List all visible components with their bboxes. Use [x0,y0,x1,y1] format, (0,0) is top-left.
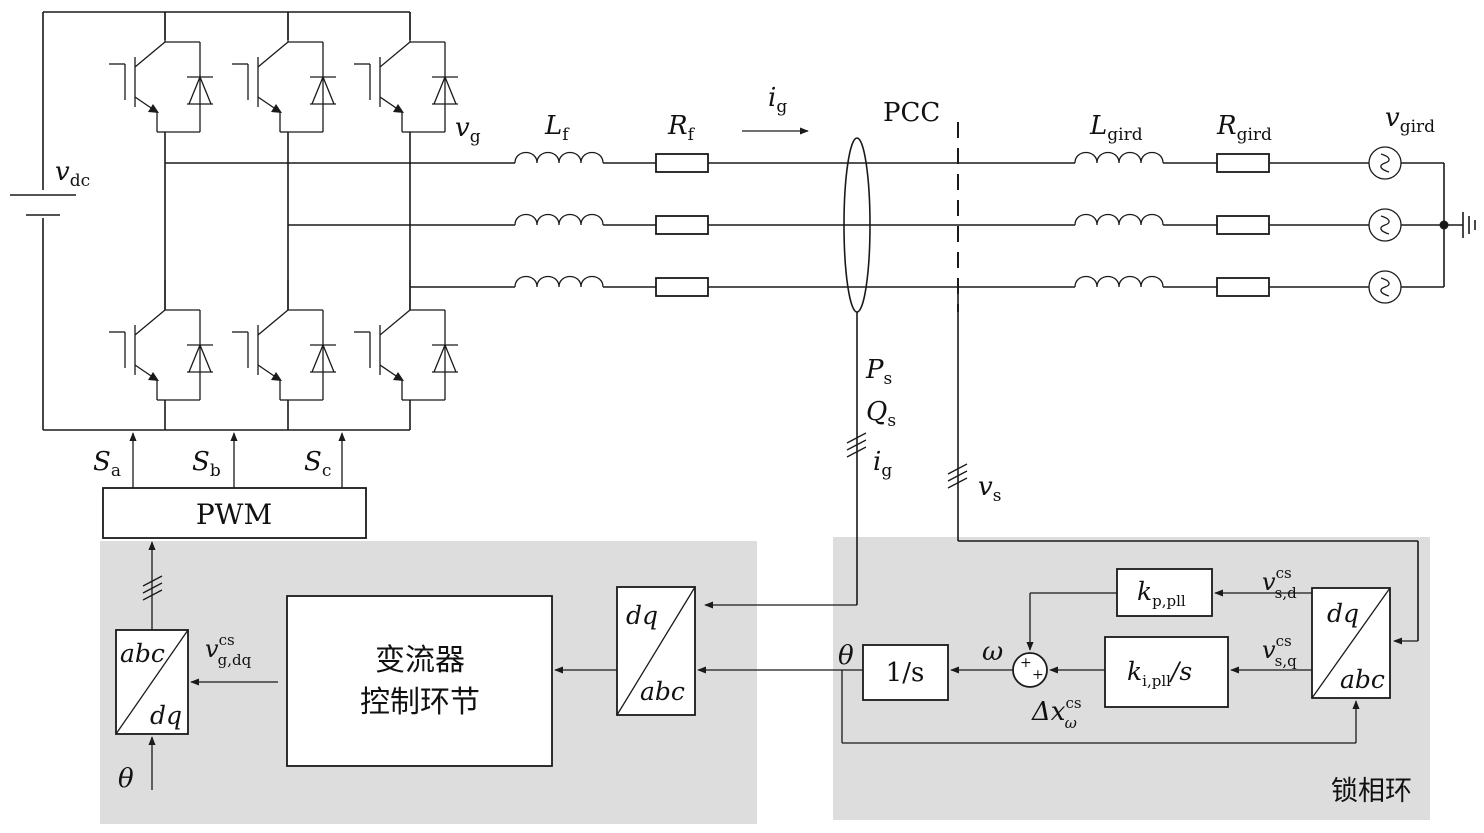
svg-text:Rf: Rf [667,111,696,145]
qs-label: Q [866,397,887,427]
ki-block [1104,636,1229,708]
lgird-label: L [1089,111,1107,141]
svg-text:Sc: Sc [304,447,331,481]
converter-control-line1: 变流器 [375,643,465,678]
neutral-node [1439,220,1449,230]
filter-resistor-c [655,277,709,297]
grid-source-b [1368,208,1402,242]
ki-label: k [1127,657,1142,686]
filter-resistor-a [655,153,709,173]
grid-resistor-c [1216,277,1270,297]
grid-resistor-a [1216,153,1270,173]
abc-label-pll: abc [1340,665,1385,694]
igbt-upper-b [231,11,337,133]
dq-label-pll: dq [1327,599,1359,628]
sc-label: S [304,447,322,477]
svg-text:Lf: Lf [544,111,570,145]
grid-inductor-a [1074,151,1164,164]
sb-label: S [192,447,210,477]
rf-label: R [667,111,688,141]
ps-label: P [865,355,884,385]
kp-label: k [1137,577,1152,606]
svg-text:vdc: vdc [55,157,90,191]
svg-text:Qs: Qs [866,397,896,431]
theta-left-label: θ [118,764,134,794]
dc-source [10,11,410,431]
svg-text:Rgird: Rgird [1216,111,1272,145]
grid-inductor-c [1074,275,1164,288]
circuit-labels: vdc vg Lf Rf ig PCC Lgird Rgird vgird Ps… [55,83,1435,506]
dq-label-left: dq [150,701,182,730]
inverter-bridge [108,11,459,430]
pll-blocks [841,568,1391,744]
ig-flow-label: i [768,83,776,113]
converter-control-line2: 控制环节 [360,685,480,720]
igbt-lower-a [108,279,214,401]
pll-panel-label: 锁相环 [1331,776,1412,807]
integrator-label: 1/s [886,658,925,688]
svg-text:ig: ig [768,83,787,117]
svg-text:Sb: Sb [192,447,221,481]
ig-meas-label: i [873,447,881,477]
sum-plus-top: + [1020,655,1032,671]
abc-label-mid: abc [640,677,685,706]
integrator-block [862,644,949,701]
igbt-lower-c [353,279,459,401]
vg-label: v [455,113,470,143]
svg-text:Ps: Ps [865,355,892,389]
filter-inductor-b [514,213,604,226]
svg-text:ki,pll/s: ki,pll/s [1127,657,1192,690]
igbt-upper-c [353,11,459,133]
grid-resistor-b [1216,215,1270,235]
converter-control-block [286,595,553,767]
ground-icon [1462,212,1476,238]
vsq-label: v [1262,636,1276,664]
dq-abc-transform-block [616,586,696,716]
filter-resistor-b [655,215,709,235]
rgird-label: R [1216,111,1237,141]
pwm-block [102,487,367,539]
lf-label: L [544,111,562,141]
vsd-label: v [1262,568,1276,596]
grid-source-a [1368,146,1402,180]
measurement-wires [704,282,1419,645]
pcc-label: PCC [883,98,940,128]
delta-x-label: Δx [1031,697,1066,727]
abc-label-left: abc [120,639,165,668]
omega-label: ω [982,637,1003,667]
theta-pll-label: θ [838,641,854,671]
vg-cs-label: v [205,635,219,663]
sum-plus-right: + [1032,667,1044,683]
svg-text:vs: vs [978,472,1001,506]
abc-dq-transform-block [115,629,189,735]
svg-text:Lgird: Lgird [1089,111,1143,145]
dq-label-mid: dq [626,601,658,630]
gate-signals [129,432,346,488]
svg-text:Sa: Sa [93,447,121,481]
grid-inductor-b [1074,213,1164,226]
sa-label: S [93,447,111,477]
svg-text:vgird: vgird [1385,103,1435,137]
vdc-label: v [55,157,70,187]
filter-inductor-c [514,275,604,288]
pwm-label: PWM [196,498,272,531]
grid-source-c [1368,270,1402,304]
vgird-label: v [1385,103,1400,133]
dq-abc-pll-block [1311,587,1391,699]
igbt-upper-a [108,11,214,133]
svg-text:vg: vg [455,113,481,147]
igbt-lower-b [231,279,337,401]
phase-lines [165,146,1476,304]
svg-text:ig: ig [873,447,892,481]
svg-text:kp,pll: kp,pll [1137,577,1186,610]
filter-inductor-a [514,151,604,164]
vs-meas-label: v [978,472,993,502]
